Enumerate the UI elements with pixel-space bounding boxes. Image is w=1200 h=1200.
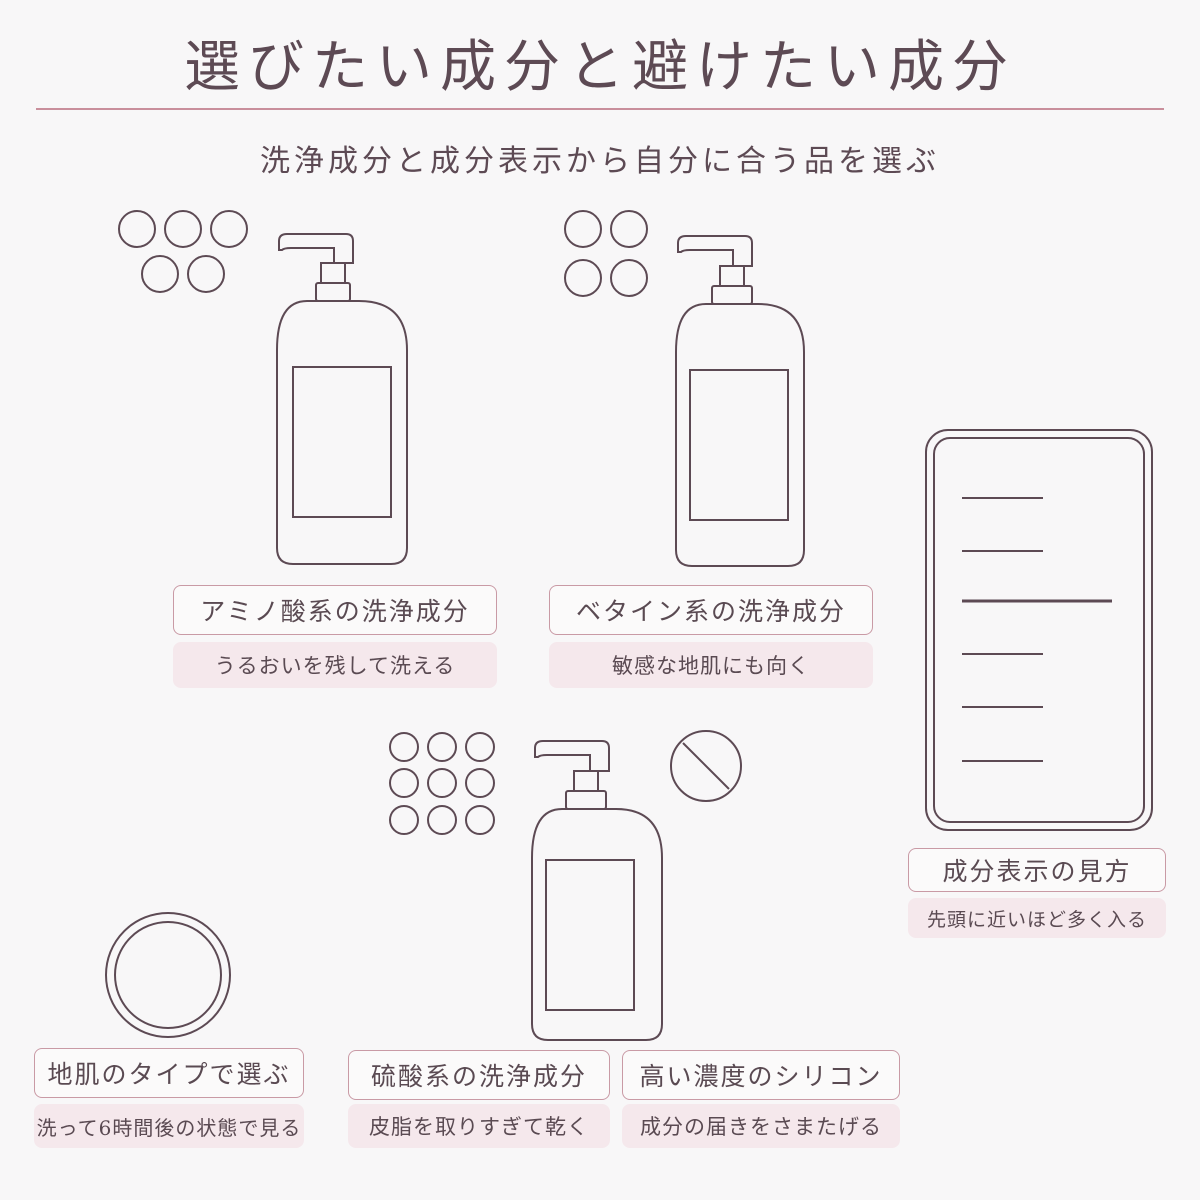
circle-icon: [389, 768, 419, 798]
circle-icon: [164, 210, 202, 248]
circle-icon: [465, 805, 495, 835]
sulfate-label: 硫酸系の洗浄成分: [348, 1050, 610, 1100]
ingredient-list-description: 先頭に近いほど多く入る: [908, 898, 1166, 938]
circle-icon: [187, 255, 225, 293]
page-title: 選びたい成分と避けたい成分: [184, 35, 1016, 100]
circle-icon: [389, 732, 419, 762]
amino-bottle-icon: [276, 233, 408, 565]
sulfate-bottle-icon: [531, 740, 663, 1041]
ingredient-list-card-icon: [925, 429, 1153, 831]
scalp-type-description: 洗って6時間後の状態で見る: [34, 1104, 304, 1148]
circle-icon: [610, 210, 648, 248]
circle-icon: [427, 768, 457, 798]
page-subtitle: 洗浄成分と成分表示から自分に合う品を選ぶ: [260, 144, 940, 179]
circle-icon: [427, 805, 457, 835]
title-divider: [36, 108, 1164, 110]
prohibited-icon: [670, 730, 742, 802]
amino-label: アミノ酸系の洗浄成分: [173, 585, 497, 635]
circle-icon: [465, 768, 495, 798]
silicone-description: 成分の届きをさまたげる: [622, 1104, 900, 1148]
betaine-rating-circles: [564, 210, 648, 297]
circle-icon: [210, 210, 248, 248]
circle-icon: [141, 255, 179, 293]
sulfate-rating-circles: [389, 732, 495, 835]
circle-icon: [564, 210, 602, 248]
circle-icon: [465, 732, 495, 762]
betaine-description: 敏感な地肌にも向く: [549, 642, 873, 688]
scalp-type-label: 地肌のタイプで選ぶ: [34, 1048, 304, 1098]
amino-rating-circles: [118, 210, 248, 293]
circle-icon: [118, 210, 156, 248]
amino-description: うるおいを残して洗える: [173, 642, 497, 688]
silicone-label: 高い濃度のシリコン: [622, 1050, 900, 1100]
betaine-label: ベタイン系の洗浄成分: [549, 585, 873, 635]
betaine-bottle-icon: [675, 235, 805, 567]
circle-icon: [389, 805, 419, 835]
circle-icon: [427, 732, 457, 762]
circle-icon: [610, 259, 648, 297]
ingredient-list-label: 成分表示の見方: [908, 848, 1166, 892]
circle-icon: [564, 259, 602, 297]
sulfate-description: 皮脂を取りすぎて乾く: [348, 1104, 610, 1148]
ring-icon: [105, 912, 231, 1038]
